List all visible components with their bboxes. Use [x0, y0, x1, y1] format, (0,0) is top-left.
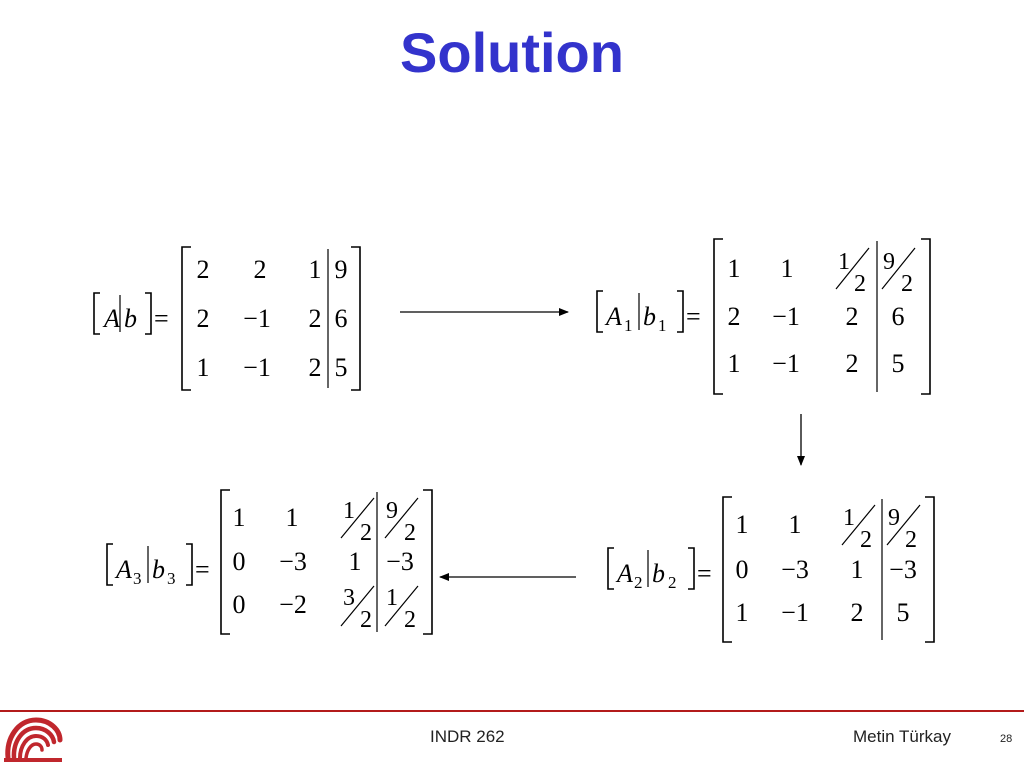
matrix-cell: 5 [897, 598, 910, 627]
fraction: 1 2 [835, 247, 870, 297]
matrix-cell: 1 [728, 254, 741, 283]
matrix-label-a: A [102, 304, 120, 333]
matrix-cell: −1 [781, 598, 809, 627]
slide-title: Solution [400, 21, 624, 84]
university-logo-icon [4, 717, 63, 762]
augmented-matrix-step-2: A 2 b 2 = 1 1 1 2 9 2 0 −3 1 −3 1 −1 [607, 496, 935, 643]
matrix-cell: 1 [851, 555, 864, 584]
matrix-cell: 1 [349, 547, 362, 576]
matrix-cell: 2 [846, 302, 859, 331]
fraction-numerator: 1 [386, 585, 398, 611]
fraction: 3 2 [340, 585, 375, 633]
matrix-label-b: b [643, 302, 656, 331]
matrix-cell: 9 [335, 255, 348, 284]
fraction: 1 2 [841, 504, 876, 553]
fraction: 1 2 [340, 497, 375, 546]
matrix-cells: 1 1 1 2 9 2 0 −3 1 −3 1 −1 2 5 [736, 504, 921, 627]
author-name: Metin Türkay [853, 727, 951, 746]
matrix-cell: 5 [892, 349, 905, 378]
matrix-cell: 1 [781, 254, 794, 283]
matrix-cell: 2 [851, 598, 864, 627]
fraction-denominator: 2 [905, 527, 917, 553]
matrix-cell: 1 [789, 510, 802, 539]
matrix-cells: 1 1 1 2 9 2 2 −1 2 6 1 −1 2 5 [728, 247, 916, 378]
matrix-cell: 5 [335, 353, 348, 382]
fraction-numerator: 9 [883, 249, 895, 275]
matrix-cell: 2 [197, 255, 210, 284]
matrix-cell: 2 [728, 302, 741, 331]
matrix-cells: 2 2 1 9 2 −1 2 6 1 −1 2 5 [197, 255, 348, 382]
fraction: 9 2 [384, 497, 419, 546]
matrix-cell: −1 [243, 353, 271, 382]
matrix-cell: 1 [286, 503, 299, 532]
fraction-denominator: 2 [360, 607, 372, 633]
equals-sign: = [154, 304, 169, 333]
fraction-numerator: 1 [343, 498, 355, 524]
matrix-cell: −3 [781, 555, 809, 584]
matrix-cell: −1 [243, 304, 271, 333]
matrix-cell: 2 [309, 353, 322, 382]
matrix-label-sub: 3 [167, 569, 176, 588]
fraction-numerator: 1 [843, 505, 855, 531]
matrix-cell: 2 [254, 255, 267, 284]
augmented-matrix-initial: A b = 2 2 1 9 2 −1 2 6 1 −1 2 5 [93, 246, 361, 391]
matrix-cell: 0 [233, 590, 246, 619]
augmented-matrix-step-3: A 3 b 3 = 1 1 1 2 9 2 0 −3 1 −3 0 −2 [106, 489, 433, 635]
matrix-cell: 1 [309, 255, 322, 284]
equals-sign: = [195, 555, 210, 584]
matrix-label-a: A [604, 302, 622, 331]
fraction-numerator: 9 [888, 505, 900, 531]
equals-sign: = [686, 302, 701, 331]
matrix-cell: 1 [736, 598, 749, 627]
matrix-label-b: b [652, 559, 665, 588]
augmented-matrix-step-1: A 1 b 1 = 1 1 1 2 9 2 2 −1 2 6 1 −1 2 [596, 238, 931, 395]
matrix-cell: −1 [772, 349, 800, 378]
matrix-cell: 2 [309, 304, 322, 333]
matrix-cell: 6 [892, 302, 905, 331]
fraction-denominator: 2 [901, 271, 913, 297]
matrix-label-sub: 1 [624, 316, 633, 335]
fraction: 9 2 [886, 504, 921, 553]
matrix-cell: −3 [386, 547, 414, 576]
fraction-numerator: 1 [838, 249, 850, 275]
matrix-cell: 0 [233, 547, 246, 576]
matrix-label-sub: 3 [133, 569, 142, 588]
fraction-denominator: 2 [404, 607, 416, 633]
page-number: 28 [1000, 733, 1013, 745]
matrix-label-sub: 2 [634, 573, 643, 592]
matrix-cell: 0 [736, 555, 749, 584]
fraction: 1 2 [384, 585, 419, 633]
matrix-cell: −2 [279, 590, 307, 619]
matrix-label-sub: 1 [658, 316, 667, 335]
matrix-label-b: b [152, 555, 165, 584]
fraction-numerator: 9 [386, 498, 398, 524]
footer-divider [0, 710, 1024, 712]
fraction: 9 2 [881, 247, 916, 297]
matrix-cells: 1 1 1 2 9 2 0 −3 1 −3 0 −2 3 2 [233, 497, 419, 633]
matrix-label-b: b [124, 304, 137, 333]
fraction-denominator: 2 [860, 527, 872, 553]
fraction-denominator: 2 [854, 271, 866, 297]
fraction-denominator: 2 [404, 520, 416, 546]
matrix-label-a: A [615, 559, 633, 588]
matrix-cell: 6 [335, 304, 348, 333]
matrix-cell: 1 [736, 510, 749, 539]
matrix-cell: −1 [772, 302, 800, 331]
matrix-cell: −3 [889, 555, 917, 584]
matrix-cell: −3 [279, 547, 307, 576]
matrix-cell: 1 [197, 353, 210, 382]
matrix-cell: 2 [846, 349, 859, 378]
matrix-cell: 1 [728, 349, 741, 378]
fraction-numerator: 3 [343, 585, 355, 611]
fraction-denominator: 2 [360, 520, 372, 546]
matrix-cell: 1 [233, 503, 246, 532]
matrix-label-sub: 2 [668, 573, 677, 592]
matrix-label-a: A [114, 555, 132, 584]
equals-sign: = [697, 559, 712, 588]
course-code: INDR 262 [430, 727, 505, 746]
matrix-cell: 2 [197, 304, 210, 333]
